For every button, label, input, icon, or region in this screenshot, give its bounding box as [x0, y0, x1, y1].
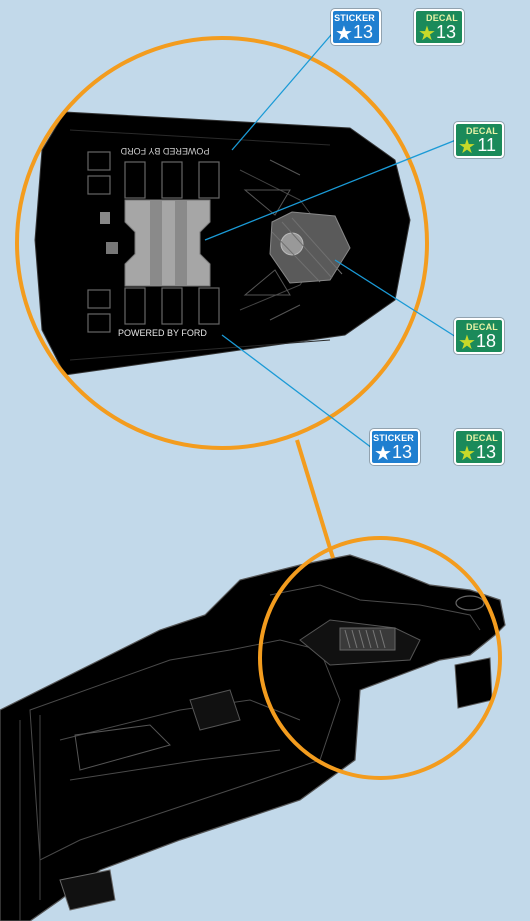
- star-icon: ★: [335, 24, 353, 44]
- car-body-part: [0, 555, 505, 921]
- star-icon: ★: [458, 333, 476, 353]
- svg-text:POWERED BY FORD: POWERED BY FORD: [120, 146, 209, 156]
- powered-by-ford-bottom: POWERED BY FORD: [118, 328, 207, 338]
- decal-18-tag: ★ DECAL 18: [454, 318, 504, 354]
- leader-line-sticker-13-bottom: [222, 335, 372, 448]
- tag-number: 13: [392, 442, 412, 462]
- decal-11-tag: ★ DECAL 11: [454, 122, 504, 158]
- sticker-13-bottom-tag: ★ STICKER 13: [370, 429, 420, 465]
- decal-13-bottom-tag: ★ DECAL 13: [454, 429, 504, 465]
- decal-13-top-tag: ★ DECAL 13: [414, 9, 464, 45]
- tag-number: 13: [476, 442, 496, 462]
- star-icon: ★: [374, 444, 392, 464]
- powered-by-ford-top: POWERED BY FORD: [120, 146, 209, 156]
- tag-number: 18: [476, 331, 496, 351]
- star-icon: ★: [458, 444, 476, 464]
- star-icon: ★: [418, 24, 436, 44]
- tag-number: 13: [436, 22, 456, 42]
- sticker-13-top-tag: ★ STICKER 13: [331, 9, 381, 45]
- tag-number: 13: [353, 22, 373, 42]
- tag-number: 11: [477, 135, 496, 155]
- callout-connector-line: [297, 440, 333, 558]
- star-icon: ★: [458, 137, 476, 157]
